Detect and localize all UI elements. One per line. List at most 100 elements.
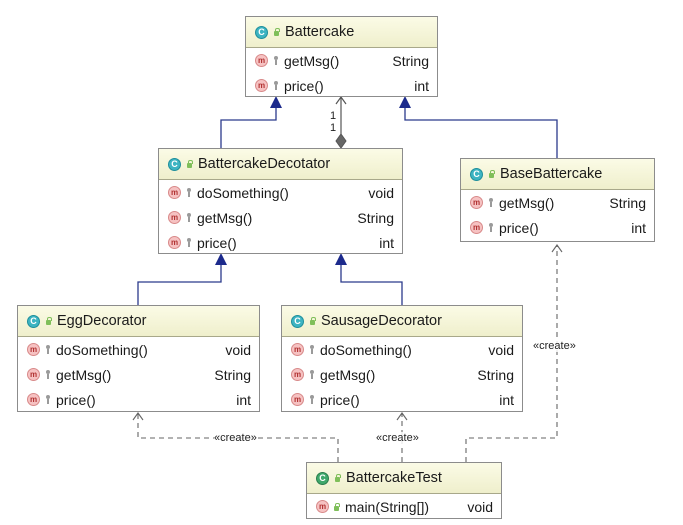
public-visibility-icon: [334, 474, 341, 482]
method-icon: m: [470, 221, 483, 234]
method-row[interactable]: m price() int: [159, 230, 402, 255]
arrow-test-base: [551, 244, 563, 253]
abstract-pin-icon: [488, 197, 494, 208]
class-header: C BattercakeTest: [307, 463, 501, 494]
edge-egg-to-decorator: [137, 265, 222, 305]
method-icon: m: [168, 236, 181, 249]
class-base-battercake[interactable]: C BaseBattercake m getMsg() String m pri…: [460, 158, 655, 242]
abstract-pin-icon: [309, 394, 315, 405]
method-row[interactable]: m doSomething() void: [159, 180, 402, 205]
method-name: getMsg(): [320, 366, 376, 383]
class-icon: C: [470, 167, 483, 181]
method-name: price(): [499, 219, 539, 236]
method-return-type: int: [379, 234, 394, 251]
create-label-egg: «create»: [214, 432, 257, 444]
multiplicity-top: 1: [330, 110, 337, 122]
class-header: C SausageDecorator: [282, 306, 522, 337]
class-battercake[interactable]: C Battercake m getMsg() String m price()…: [245, 16, 438, 97]
method-name: main(String[]): [345, 498, 430, 515]
class-name: BattercakeTest: [346, 470, 442, 486]
public-visibility-icon: [309, 317, 316, 325]
method-return-type: void: [225, 341, 251, 358]
method-row[interactable]: m doSomething() void: [18, 337, 259, 362]
method-return-type: String: [392, 52, 429, 69]
method-row[interactable]: m getMsg() String: [159, 205, 402, 230]
method-icon: m: [470, 196, 483, 209]
method-row[interactable]: m main(String[]) void: [307, 494, 501, 519]
abstract-pin-icon: [273, 80, 279, 91]
abstract-pin-icon: [309, 344, 315, 355]
class-icon: C: [168, 157, 181, 171]
method-return-type: String: [609, 194, 646, 211]
method-row[interactable]: m getMsg() String: [461, 190, 654, 215]
method-icon: m: [291, 393, 304, 406]
class-header: C BattercakeDecotator: [159, 149, 402, 180]
create-label-sausage: «create»: [376, 432, 419, 444]
method-icon: m: [255, 54, 268, 67]
class-name: SausageDecorator: [321, 313, 442, 329]
class-name: Battercake: [285, 24, 355, 40]
method-row[interactable]: m price() int: [246, 73, 437, 98]
method-return-type: int: [631, 219, 646, 236]
method-row[interactable]: m getMsg() String: [18, 362, 259, 387]
method-icon: m: [291, 368, 304, 381]
method-row[interactable]: m price() int: [282, 387, 522, 412]
abstract-pin-icon: [45, 344, 51, 355]
method-icon: m: [255, 79, 268, 92]
method-name: getMsg(): [499, 194, 555, 211]
method-row[interactable]: m price() int: [461, 215, 654, 240]
method-icon: m: [168, 186, 181, 199]
class-header: C Battercake: [246, 17, 437, 48]
method-return-type: int: [236, 391, 251, 408]
class-sausage-decorator[interactable]: C SausageDecorator m doSomething() void …: [281, 305, 523, 412]
create-label-base: «create»: [533, 340, 576, 352]
arrow-test-sausage: [396, 412, 408, 421]
method-row[interactable]: m getMsg() String: [246, 48, 437, 73]
class-header: C EggDecorator: [18, 306, 259, 337]
method-name: price(): [197, 234, 237, 251]
method-row[interactable]: m getMsg() String: [282, 362, 522, 387]
class-icon: C: [291, 314, 304, 328]
arrow-test-egg: [132, 412, 144, 421]
abstract-pin-icon: [186, 237, 192, 248]
method-return-type: void: [368, 184, 394, 201]
aggregation-arrow-open: [335, 95, 347, 105]
method-icon: m: [27, 368, 40, 381]
abstract-pin-icon: [186, 212, 192, 223]
method-icon: m: [27, 393, 40, 406]
method-row[interactable]: m doSomething() void: [282, 337, 522, 362]
abstract-pin-icon: [309, 369, 315, 380]
class-header: C BaseBattercake: [461, 159, 654, 190]
method-name: getMsg(): [284, 52, 340, 69]
method-name: doSomething(): [56, 341, 148, 358]
edge-decorator-to-battercake: [220, 108, 277, 148]
public-visibility-icon: [488, 170, 495, 178]
abstract-pin-icon: [45, 394, 51, 405]
method-name: price(): [284, 77, 324, 94]
method-name: getMsg(): [197, 209, 253, 226]
class-name: BaseBattercake: [500, 166, 603, 182]
method-icon: m: [316, 500, 329, 513]
method-icon: m: [168, 211, 181, 224]
method-return-type: String: [357, 209, 394, 226]
public-visibility-icon: [273, 28, 280, 36]
abstract-pin-icon: [186, 187, 192, 198]
method-return-type: String: [477, 366, 514, 383]
method-return-type: int: [414, 77, 429, 94]
public-visibility-icon: [186, 160, 193, 168]
abstract-pin-icon: [45, 369, 51, 380]
abstract-pin-icon: [273, 55, 279, 66]
edge-base-to-battercake: [404, 108, 558, 158]
class-icon: C: [27, 314, 40, 328]
method-row[interactable]: m price() int: [18, 387, 259, 412]
method-return-type: int: [499, 391, 514, 408]
method-name: price(): [56, 391, 96, 408]
class-battercake-decorator[interactable]: C BattercakeDecotator m doSomething() vo…: [158, 148, 403, 254]
class-egg-decorator[interactable]: C EggDecorator m doSomething() void m ge…: [17, 305, 260, 412]
class-icon: C: [316, 471, 329, 485]
public-visibility-icon: [333, 502, 340, 511]
class-icon: C: [255, 25, 268, 39]
class-battercake-test[interactable]: C BattercakeTest m main(String[]) void: [306, 462, 502, 519]
public-visibility-icon: [45, 317, 52, 325]
method-name: doSomething(): [197, 184, 289, 201]
